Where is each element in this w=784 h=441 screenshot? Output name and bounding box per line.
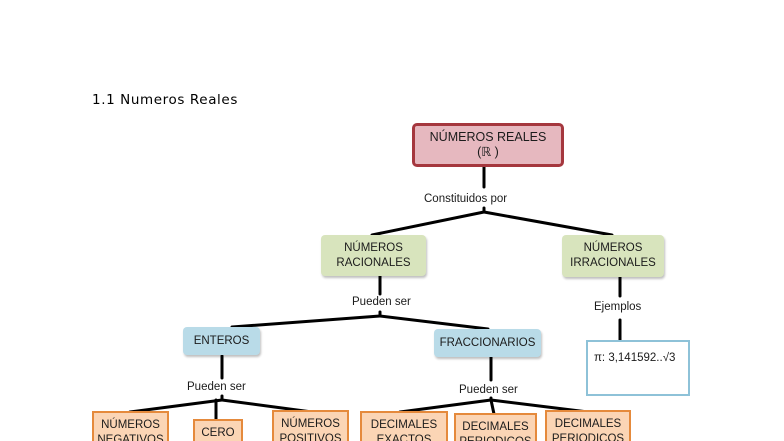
- node-irracionales: NÚMEROS IRRACIONALES: [562, 235, 664, 277]
- label-ejemplos: Ejemplos: [592, 301, 644, 313]
- connector-to-exactos: [398, 398, 493, 414]
- example-pi: π: 3,141592..: [594, 352, 663, 364]
- label-pueden-ser-racionales: Pueden ser: [350, 296, 413, 308]
- label-constituidos-por: Constituidos por: [422, 193, 510, 205]
- node-negativos: NÚMEROS NEGATIVOS: [92, 411, 169, 441]
- connector-to-fraccionarios: [378, 314, 490, 331]
- node-enteros: ENTEROS: [183, 327, 260, 355]
- node-decimales-periodicos-mixtos: DECIMALES PERIODICOS: [545, 410, 631, 441]
- example-sqrt3: √3: [662, 352, 676, 364]
- node-numeros-reales: NÚMEROS REALES (ℝ ): [412, 123, 564, 167]
- section-heading: 1.1 Numeros Reales: [92, 92, 238, 108]
- connector-to-racionales: [370, 210, 486, 237]
- node-positivos: NÚMEROS POSITIVOS: [272, 410, 349, 441]
- node-racionales: NÚMEROS RACIONALES: [321, 235, 426, 276]
- label-pueden-ser-enteros: Pueden ser: [185, 381, 248, 393]
- connector-to-negativos: [128, 398, 224, 414]
- node-decimales-periodicos-puros: DECIMALES PERIODICOS: [454, 413, 537, 441]
- connector-to-enteros: [230, 314, 382, 329]
- connector-to-periodicos-1: [489, 398, 496, 416]
- examples-box: π: 3,141592.. √3: [586, 340, 690, 396]
- node-decimales-exactos: DECIMALES EXACTOS: [360, 411, 448, 441]
- node-cero: CERO: [193, 419, 243, 441]
- label-pueden-ser-fraccionarios: Pueden ser: [457, 384, 520, 396]
- connector-to-irracionales: [482, 210, 614, 237]
- node-fraccionarios: FRACCIONARIOS: [434, 329, 541, 357]
